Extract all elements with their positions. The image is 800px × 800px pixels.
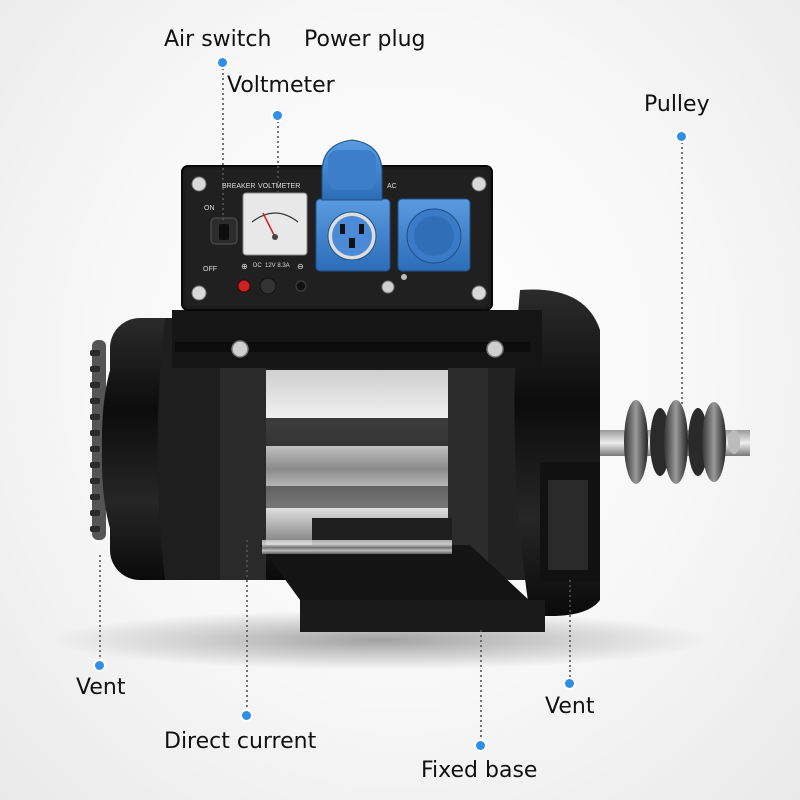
pulley-label: Pulley — [644, 92, 710, 117]
fixed-base — [260, 518, 545, 632]
fixed-base-dot — [476, 741, 485, 750]
left-vent-ribs — [90, 340, 106, 540]
vent-left-label: Vent — [76, 675, 126, 700]
panel-on-text: ON — [204, 205, 215, 212]
direct-current-label: Direct current — [164, 729, 317, 754]
panel-voltmeter-text: VOLTMETER — [258, 183, 301, 190]
air-switch-dot — [218, 58, 227, 67]
voltmeter-dot — [273, 111, 282, 120]
vent-left-dot — [95, 661, 104, 670]
power-plug-label: Power plug — [304, 27, 426, 52]
vent-right-dot — [565, 679, 574, 688]
panel-plus-symbol: ⊕ — [241, 262, 248, 271]
control-panel — [181, 139, 493, 311]
panel-mount-plate — [172, 310, 542, 368]
pulley-dot — [677, 132, 686, 141]
panel-minus-symbol: ⊖ — [297, 262, 304, 271]
direct-current-dot — [242, 711, 251, 720]
panel-breaker-text: BREAKER — [222, 183, 256, 190]
voltmeter-label: Voltmeter — [227, 73, 335, 98]
panel-dc-rating-text: DC 12V 8.3A — [253, 263, 290, 269]
vent-right-label: Vent — [545, 694, 595, 719]
panel-ac-text: AC — [387, 183, 397, 190]
pulley-sheaves — [624, 400, 740, 484]
panel-off-text: OFF — [203, 266, 217, 273]
air-switch-label: Air switch — [164, 27, 272, 52]
fixed-base-label: Fixed base — [421, 758, 538, 783]
callout-leaders — [99, 63, 683, 745]
